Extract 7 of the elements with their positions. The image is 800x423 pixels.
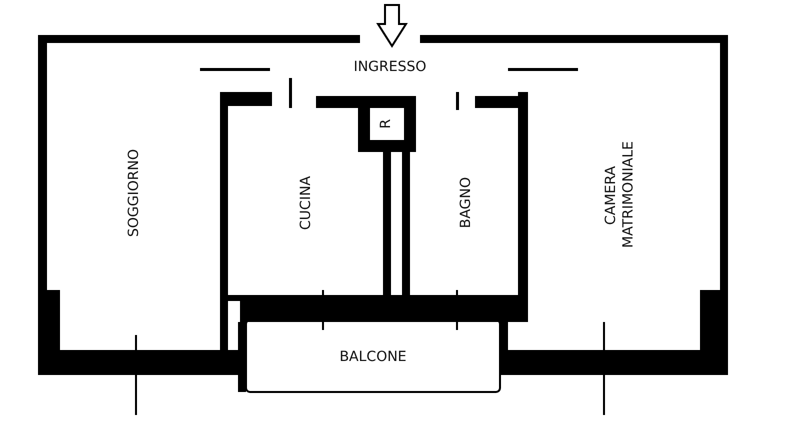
room-label: CAMERA MATRIMONIALE bbox=[602, 140, 637, 250]
room-label: BAGNO bbox=[458, 176, 476, 228]
room-label: R bbox=[378, 119, 396, 129]
room-label: SOGGIORNO bbox=[126, 148, 144, 236]
room-label: BALCONE bbox=[339, 348, 407, 366]
room-label: INGRESSO bbox=[354, 58, 426, 76]
room-label: CUCINA bbox=[298, 176, 316, 230]
